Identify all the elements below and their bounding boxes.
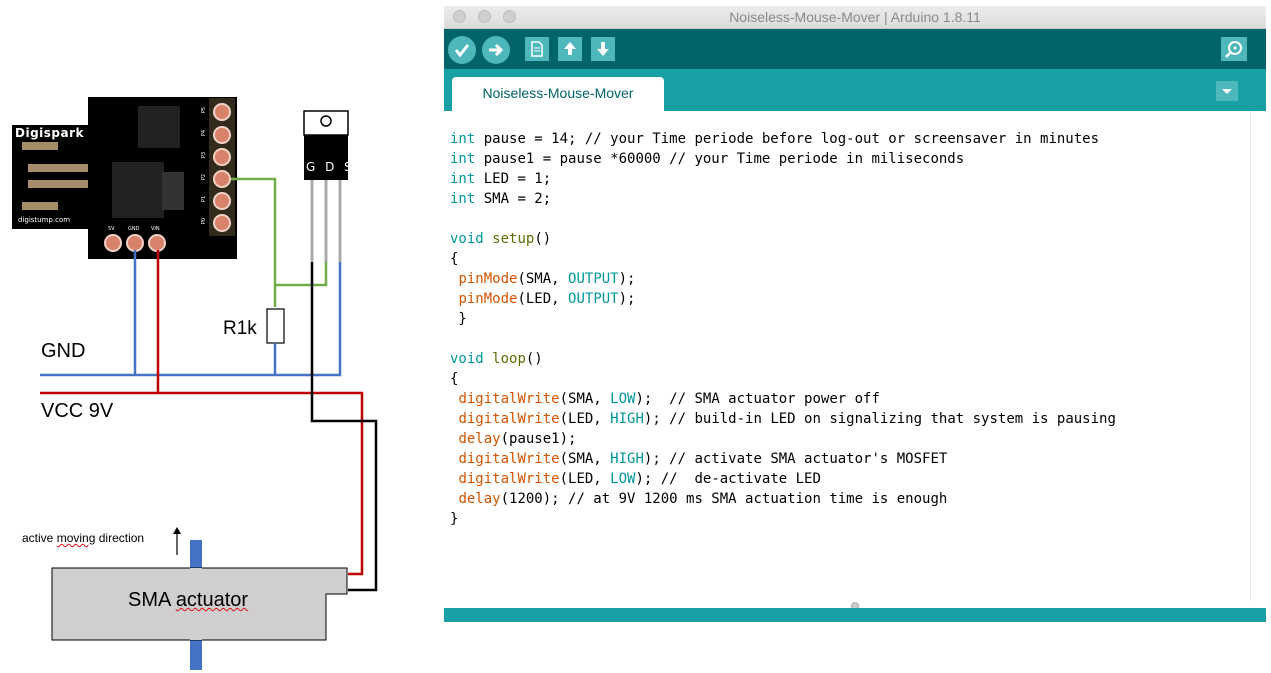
pin-label: P0 bbox=[201, 217, 208, 225]
window-title: Noiseless-Mouse-Mover | Arduino 1.8.11 bbox=[729, 9, 981, 25]
drain-wire bbox=[310, 262, 378, 592]
direction-word-3: direction bbox=[98, 531, 145, 545]
close-window-button[interactable] bbox=[453, 10, 466, 23]
wiring-svg bbox=[12, 97, 378, 670]
gate-wire bbox=[231, 177, 277, 307]
header-pins-bottom bbox=[104, 234, 166, 252]
pin-label: P3 bbox=[201, 151, 208, 159]
code-line: pinMode(LED, OUTPUT); bbox=[458, 291, 636, 307]
usb-connector bbox=[12, 125, 92, 229]
board-url: digistump.com bbox=[18, 216, 71, 224]
tab-menu-button[interactable] bbox=[1216, 81, 1238, 101]
mosfet-pin-labels: G D S bbox=[306, 160, 355, 174]
pin-label: VIN bbox=[151, 226, 160, 232]
resistor bbox=[266, 308, 285, 344]
console-divider-bar bbox=[444, 608, 1266, 622]
pin-label: P5 bbox=[201, 106, 208, 114]
serial-monitor-button[interactable] bbox=[1221, 37, 1247, 61]
upload-icon bbox=[489, 43, 504, 57]
open-icon bbox=[564, 42, 576, 55]
zoom-window-button[interactable] bbox=[503, 10, 516, 23]
editor-scrollbar[interactable] bbox=[1250, 111, 1267, 601]
code-line: pinMode(SMA, OUTPUT); bbox=[458, 271, 636, 287]
board-name: Digispark bbox=[15, 126, 85, 140]
pin-label: 5V bbox=[108, 226, 115, 232]
code-line: int pause = 14; // your Time periode bef… bbox=[450, 131, 1100, 147]
verify-icon bbox=[454, 44, 470, 58]
regulator bbox=[112, 162, 164, 218]
new-icon bbox=[531, 41, 543, 57]
verify-button[interactable] bbox=[448, 36, 476, 64]
code-text: int pause = 14; // your Time periode bef… bbox=[450, 129, 1116, 529]
pin-label: P1 bbox=[201, 195, 208, 203]
serial-monitor-icon bbox=[1225, 41, 1242, 58]
actuator-word-2: actuator bbox=[175, 589, 249, 611]
code-line: digitalWrite(LED, LOW); // de-activate L… bbox=[458, 471, 821, 487]
new-sketch-button[interactable] bbox=[525, 37, 549, 61]
code-line: digitalWrite(SMA, LOW); // SMA actuator … bbox=[458, 391, 880, 407]
attiny-chip bbox=[138, 106, 180, 148]
actuator-word-1: SMA bbox=[128, 589, 171, 611]
code-line: int pause1 = pause *60000 // your Time p… bbox=[450, 151, 965, 167]
pin-label: P2 bbox=[201, 173, 208, 181]
code-line: digitalWrite(SMA, HIGH); // activate SMA… bbox=[458, 451, 948, 467]
vcc-label: VCC 9V bbox=[41, 400, 114, 422]
upload-button[interactable] bbox=[482, 36, 510, 64]
actuator-label: SMA actuator bbox=[128, 589, 248, 612]
tab-sketch[interactable]: Noiseless-Mouse-Mover bbox=[452, 77, 664, 111]
save-button[interactable] bbox=[591, 37, 615, 61]
pin-label: GND bbox=[128, 226, 140, 232]
gnd-label: GND bbox=[41, 340, 86, 362]
gnd-wire bbox=[40, 262, 342, 377]
save-icon bbox=[597, 42, 609, 56]
tab-bar: Noiseless-Mouse-Mover bbox=[444, 69, 1266, 111]
minimize-window-button[interactable] bbox=[478, 10, 491, 23]
code-line: delay(1200); // at 9V 1200 ms SMA actuat… bbox=[458, 491, 948, 507]
code-line: { bbox=[450, 371, 459, 387]
code-line: int SMA = 2; bbox=[450, 191, 552, 207]
code-line: delay(pause1); bbox=[458, 431, 577, 447]
open-button[interactable] bbox=[558, 37, 582, 61]
chevron-down-icon bbox=[1222, 89, 1232, 94]
direction-word-2: moving bbox=[56, 531, 96, 545]
code-line: { bbox=[450, 251, 459, 267]
code-line: digitalWrite(LED, HIGH); // build-in LED… bbox=[458, 411, 1116, 427]
toolbar bbox=[444, 29, 1266, 69]
code-line: void loop() bbox=[450, 351, 543, 367]
vcc-wire bbox=[40, 391, 364, 576]
code-line: void setup() bbox=[450, 231, 552, 247]
wiring-diagram: Digispark digistump.com P5 P4 P3 P2 P1 P… bbox=[0, 0, 440, 673]
resistor-label: R1k bbox=[223, 318, 257, 339]
mosfet-body bbox=[304, 135, 348, 180]
header-pins-right bbox=[209, 98, 235, 236]
pin-label: P4 bbox=[201, 129, 208, 137]
code-line: } bbox=[450, 311, 467, 327]
title-bar: Noiseless-Mouse-Mover | Arduino 1.8.11 bbox=[444, 6, 1266, 29]
code-editor[interactable]: int pause = 14; // your Time periode bef… bbox=[444, 111, 1250, 601]
direction-word-1: active bbox=[22, 531, 54, 545]
code-line: } bbox=[450, 511, 459, 527]
direction-label: active moving direction bbox=[22, 531, 144, 545]
code-line: int LED = 1; bbox=[450, 171, 552, 187]
arduino-ide-window: Noiseless-Mouse-Mover | Arduino 1.8.11 N… bbox=[444, 6, 1267, 622]
